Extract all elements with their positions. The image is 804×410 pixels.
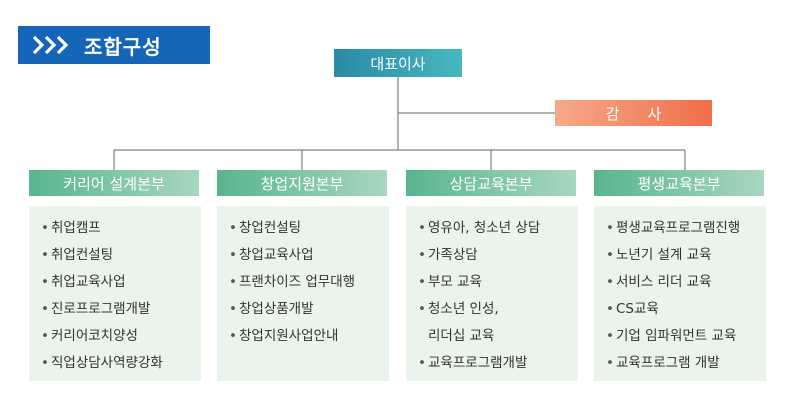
list-item: CS교육 [606,296,766,323]
dept-items-box-career: 취업캠프 취업컨설팅 취업교육사업 진로프로그램개발 커리어코치양성 직업상담사… [29,206,201,381]
list-item: 청소년 인성, [418,296,578,323]
list-item: 프랜차이즈 업무대행 [229,269,389,296]
dept-node-career: 커리어 설계본부 [29,170,199,196]
dept-node-startup: 창업지원본부 [217,170,387,196]
list-item: 창업지원사업안내 [229,323,389,350]
audit-node: 감사 [555,100,712,126]
dept-items-box-startup: 창업컨설팅 창업교육사업 프랜차이즈 업무대행 창업상품개발 창업지원사업안내 [217,206,389,381]
list-item: 진로프로그램개발 [41,296,201,323]
section-title: 조합구성 [84,34,162,59]
audit-label: 감사 [605,104,690,123]
list-item: 가족상담 [418,242,578,269]
item-list: 창업컨설팅 창업교육사업 프랜차이즈 업무대행 창업상품개발 창업지원사업안내 [229,215,389,350]
dept-label: 평생교육본부 [637,174,721,193]
list-item: 취업교육사업 [41,269,201,296]
list-item: 교육프로그램개발 [418,350,578,377]
ceo-node: 대표이사 [334,49,462,77]
list-item: 창업상품개발 [229,296,389,323]
ceo-label: 대표이사 [370,54,426,73]
list-item: 서비스 리더 교육 [606,269,766,296]
list-item: 취업컨설팅 [41,242,201,269]
dept-label: 창업지원본부 [260,174,344,193]
dept-node-lifelong: 평생교육본부 [594,170,764,196]
triple-chevron-right-icon [32,35,69,55]
list-item: 창업교육사업 [229,242,389,269]
dept-label: 커리어 설계본부 [63,174,165,193]
list-item: 영유아, 청소년 상담 [418,215,578,242]
list-item: 부모 교육 [418,269,578,296]
dept-items-box-lifelong: 평생교육프로그램진행 노년기 설계 교육 서비스 리더 교육 CS교육 기업 임… [594,206,766,381]
list-item-continuation: 리더십 교육 [428,328,495,344]
dept-node-counseling: 상담교육본부 [406,170,576,196]
list-item: 직업상담사역량강화 [41,350,201,377]
list-item: 기업 임파워먼트 교육 [606,323,766,350]
dept-items-box-counseling: 영유아, 청소년 상담 가족상담 부모 교육 청소년 인성, 리더십 교육 교육… [406,206,578,381]
dept-label: 상담교육본부 [449,174,533,193]
section-title-badge: 조합구성 [18,26,210,64]
list-item: 평생교육프로그램진행 [606,215,766,242]
list-item: 교육프로그램 개발 [606,350,766,377]
list-item: 노년기 설계 교육 [606,242,766,269]
list-item: 창업컨설팅 [229,215,389,242]
item-list: 취업캠프 취업컨설팅 취업교육사업 진로프로그램개발 커리어코치양성 직업상담사… [41,215,201,377]
list-item: 취업캠프 [41,215,201,242]
item-list: 영유아, 청소년 상담 가족상담 부모 교육 청소년 인성, 리더십 교육 교육… [418,215,578,377]
list-item: 커리어코치양성 [41,323,201,350]
item-list: 평생교육프로그램진행 노년기 설계 교육 서비스 리더 교육 CS교육 기업 임… [606,215,766,377]
